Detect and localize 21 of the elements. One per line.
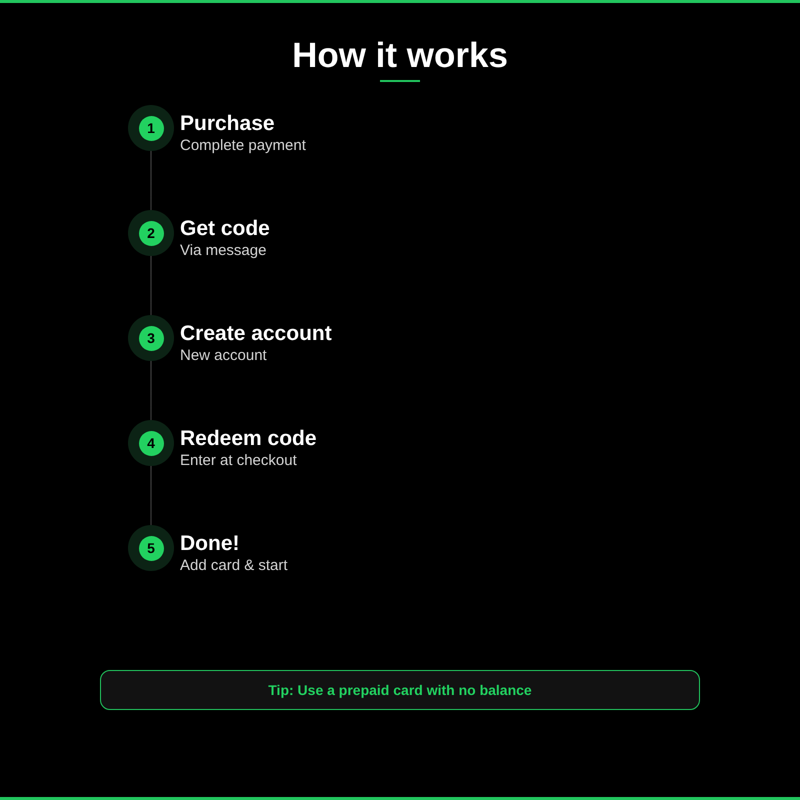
step-number: 5 [138, 536, 164, 560]
connector-line [150, 466, 152, 526]
step-number: 4 [138, 430, 164, 456]
title: How it works [292, 35, 508, 77]
step-description: Add card & start [180, 556, 288, 576]
step-title: Get code [180, 217, 270, 241]
step-title: Create account [180, 322, 332, 346]
step-title: Redeem code [180, 427, 317, 451]
step-title: Done! [180, 532, 240, 556]
step-description: Enter at checkout [180, 451, 298, 471]
step-description: New account [180, 346, 268, 366]
step-description: Complete payment [180, 136, 306, 156]
step-title: Purchase [180, 112, 276, 136]
step-number: 2 [138, 220, 164, 246]
connector-line [150, 150, 152, 210]
step-number: 1 [138, 116, 164, 140]
tip-banner: Tip: Use a prepaid card with no balance [100, 670, 700, 710]
connector-line [150, 256, 152, 316]
step-description: Via message [180, 241, 268, 261]
step-number: 3 [138, 326, 164, 350]
connector-line [150, 360, 152, 420]
